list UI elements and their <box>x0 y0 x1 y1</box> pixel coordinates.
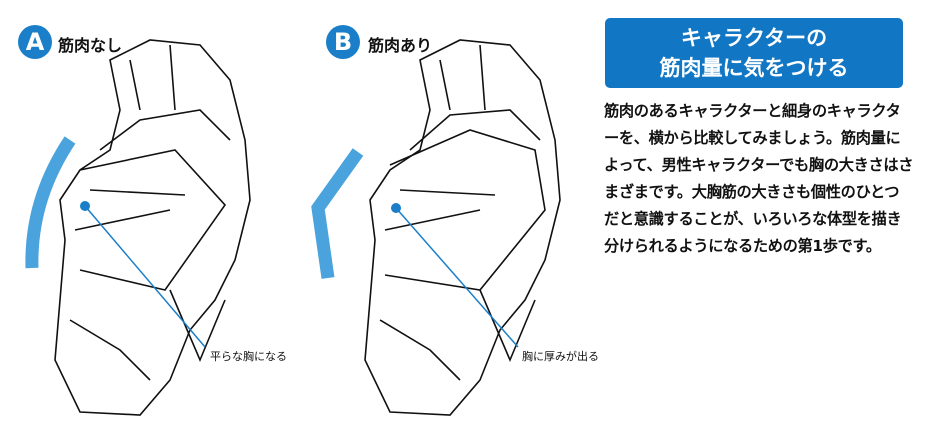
pointer-line-b <box>395 207 519 348</box>
panel-b-label: 筋肉あり <box>368 36 433 55</box>
pointer-dot-a <box>80 201 90 211</box>
panel-a-label: 筋肉なし <box>58 36 123 55</box>
pointer-line-a <box>84 205 206 348</box>
section-title: キャラクターの 筋肉量に気をつける <box>605 18 903 88</box>
torso-drawing-a <box>54 39 251 416</box>
flat-chest-marker <box>25 136 76 269</box>
badge-a: A <box>18 25 52 59</box>
torso-drawing-b <box>364 39 561 416</box>
pointer-dot-b <box>391 203 401 213</box>
title-line-1: キャラクターの <box>680 26 828 50</box>
badge-b: B <box>326 25 360 59</box>
panel-a-caption: 平らな胸になる <box>210 350 287 363</box>
title-line-2: 筋肉量に気をつける <box>659 56 849 80</box>
thick-chest-marker <box>311 148 364 279</box>
body-text: 筋肉のあるキャラクターと細身のキャラクターを、横から比較してみましょう。筋肉量に… <box>604 102 914 255</box>
panel-b-caption: 胸に厚みが出る <box>522 350 599 363</box>
